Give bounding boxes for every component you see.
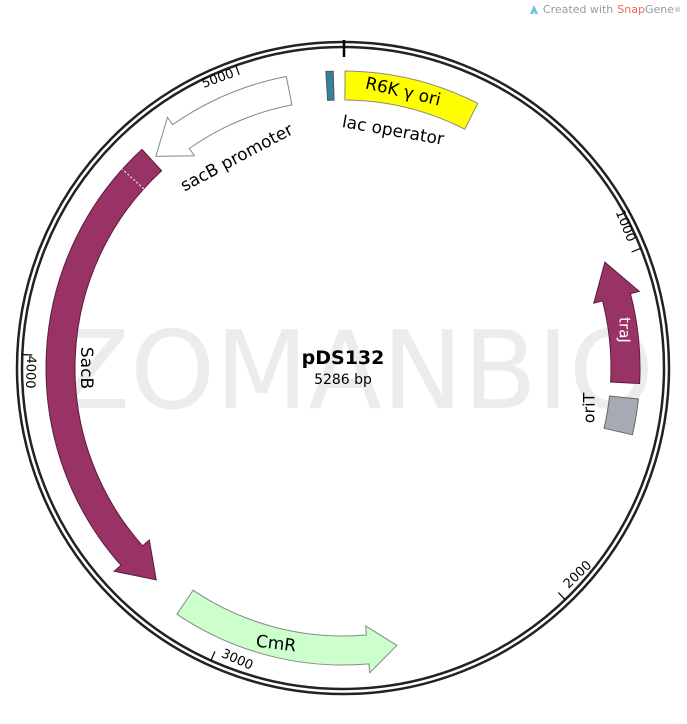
credit-brand-snap: Snap [617, 3, 645, 16]
sacb-segment-divider [121, 168, 145, 190]
tick-3000 [210, 651, 216, 661]
tick-label-4000: 4000 [22, 355, 38, 389]
label-cmr: CmR [255, 632, 298, 657]
label-orit: oriT [580, 392, 599, 423]
label-traj: traJ [616, 317, 634, 343]
feature-sacb[interactable] [45, 148, 163, 581]
tick-1000 [631, 247, 642, 253]
plasmid-name: pDS132 [302, 347, 385, 369]
watermark: ZOMANBIO [56, 309, 654, 434]
tick-5000 [235, 65, 240, 76]
tick-2000 [557, 592, 566, 601]
credit-prefix: Created with [542, 3, 614, 16]
feature-r6k[interactable] [344, 70, 479, 130]
feature-traj[interactable] [593, 261, 641, 385]
credit-reg: ® [674, 5, 681, 14]
plasmid-size: 5286 bp [314, 372, 372, 388]
feature-sacb-promoter[interactable] [155, 75, 293, 157]
snapgene-logo-icon [529, 5, 538, 14]
feature-lac-operator[interactable] [325, 70, 335, 101]
credit-brand-gene: Gene [644, 3, 674, 16]
tick-label-5000: 5000 [200, 66, 236, 91]
feature-orit[interactable] [603, 395, 639, 436]
tick-label-1000: 1000 [612, 208, 638, 244]
feature-cmr[interactable] [176, 589, 398, 674]
label-sacb: SacB [76, 347, 96, 389]
label-lac-operator: lac operator [341, 112, 446, 150]
